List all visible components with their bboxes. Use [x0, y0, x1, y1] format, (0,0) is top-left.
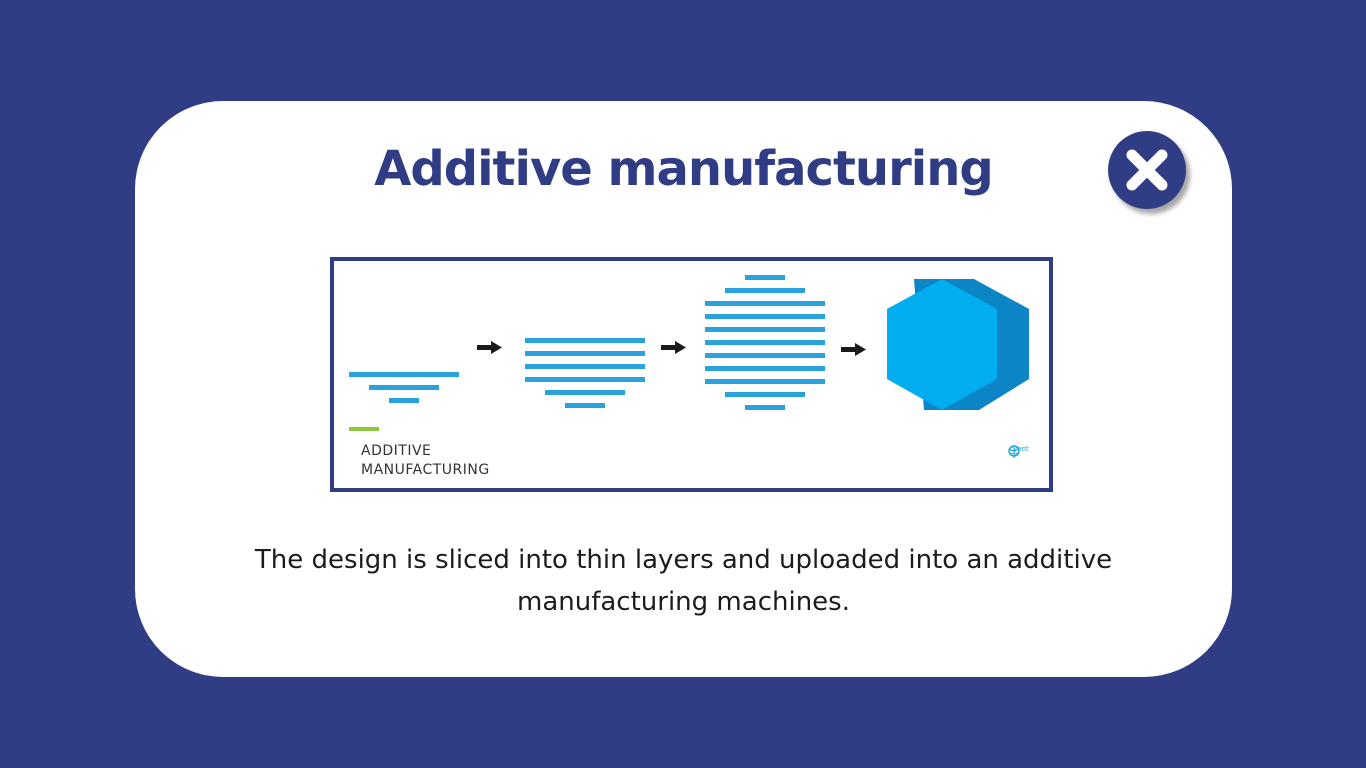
arrow-right-icon [477, 341, 502, 354]
dialog-title: Additive manufacturing [374, 141, 994, 197]
stage-1-layers [349, 372, 459, 403]
arrow-right-icon [661, 341, 686, 354]
close-x-icon [1126, 149, 1168, 191]
arrow-right-icon [841, 343, 866, 356]
figure-label-line-1: ADDITIVE [361, 443, 432, 459]
brain-logo-icon [1008, 445, 1020, 458]
stage-4-solid-object [887, 279, 1029, 410]
layering-diagram [349, 275, 1029, 410]
brand-logo: cyent [1007, 445, 1031, 458]
dialog-description: The design is sliced into thin layers an… [254, 545, 1113, 617]
stage-2-layers [525, 338, 645, 408]
accent-bar [349, 427, 379, 431]
figure-label-line-2: MANUFACTURING [361, 462, 490, 478]
stage-3-layers [705, 275, 825, 410]
modal-dialog: Additive manufacturing [135, 101, 1232, 677]
process-illustration: ADDITIVE MANUFACTURING cyent [330, 257, 1053, 492]
close-button[interactable] [1108, 131, 1186, 209]
figure-label: ADDITIVE MANUFACTURING [361, 442, 490, 480]
